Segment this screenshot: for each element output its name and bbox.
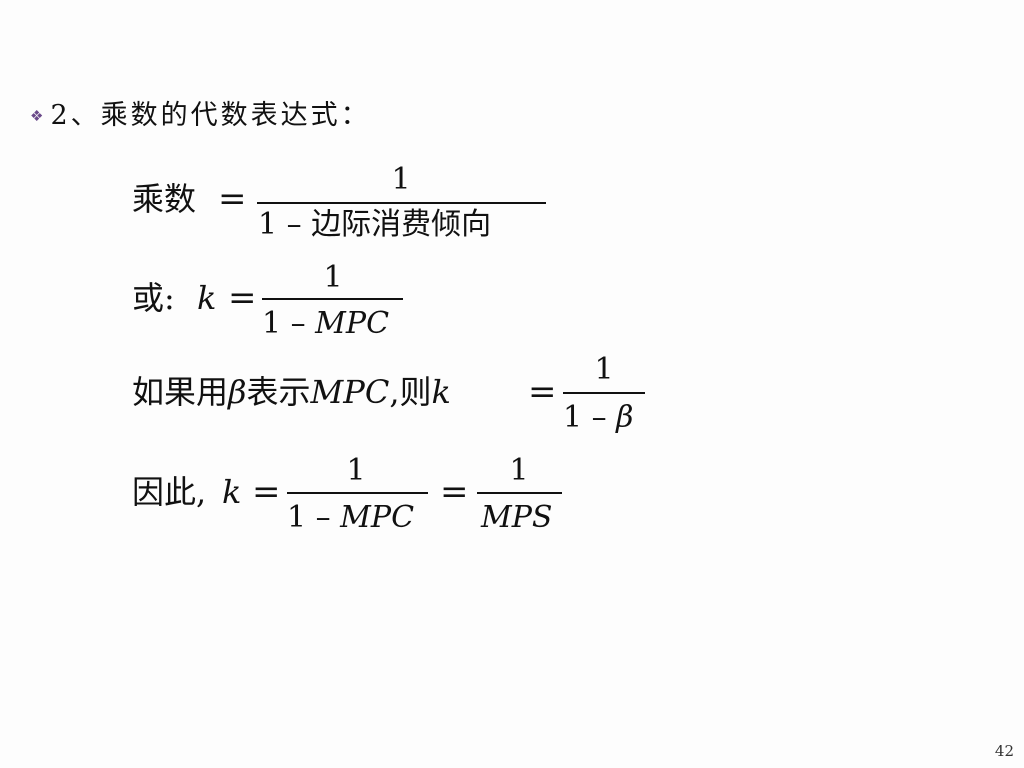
- formula4-var-k: k: [222, 473, 242, 511]
- formula4-equals-1: =: [252, 472, 281, 512]
- formula4-denominator-1: 1 – MPC: [287, 503, 414, 533]
- formula3-text: 如果用β表示MPC,则k: [132, 376, 451, 408]
- formula2-numerator: 1: [323, 260, 343, 295]
- formula4-equals-2: =: [440, 472, 469, 512]
- formula4-den1-one: 1 –: [287, 500, 331, 535]
- formula3-mid-text: 表示: [246, 373, 311, 411]
- formula2-den-one: 1 –: [262, 306, 306, 341]
- page-number: 42: [994, 742, 1014, 760]
- formula1-numerator: 1: [391, 162, 411, 197]
- bullet-diamond-icon: ❖: [30, 107, 47, 125]
- formula2-equals: =: [228, 278, 257, 318]
- formula3-equals: =: [528, 372, 557, 412]
- formula1-equals: =: [218, 179, 247, 219]
- formula3-beta: β: [228, 373, 247, 411]
- formula4-numerator-1: 1: [346, 453, 366, 488]
- formula4-den1-mpc: MPC: [340, 500, 415, 535]
- formula3-numerator: 1: [594, 352, 614, 387]
- formula3-fraction-bar: [563, 392, 645, 394]
- formula3-den-beta: β: [616, 400, 634, 435]
- formula1-fraction-bar: [257, 202, 546, 204]
- formula4-lhs: 因此,: [132, 473, 207, 511]
- formula1-denominator: 1 – 边际消费倾向: [258, 207, 492, 242]
- formula4-fraction-bar-2: [477, 492, 562, 494]
- formula4-fraction-bar-1: [287, 492, 428, 494]
- heading-text: 2、乘数的代数表达式：: [50, 100, 371, 131]
- formula3-mpc: MPC: [310, 373, 390, 411]
- formula3-var-k: k: [431, 373, 451, 411]
- formula3-then: 则: [399, 373, 432, 411]
- formula3-denominator: 1 – β: [563, 403, 634, 433]
- formula2-den-mpc: MPC: [315, 306, 390, 341]
- formula3-den-one: 1 –: [563, 400, 607, 435]
- formula2-lhs: 或:: [132, 279, 175, 317]
- formula2-fraction-bar: [262, 298, 403, 300]
- slide-heading: ❖2、乘数的代数表达式：: [30, 93, 371, 132]
- formula4-numerator-2: 1: [509, 453, 529, 488]
- formula1-lhs: 乘数: [132, 180, 197, 218]
- formula2-var-k: k: [197, 279, 217, 317]
- formula3-comma: ,: [389, 373, 400, 411]
- formula3-lhs-text: 如果用: [132, 373, 229, 411]
- formula2-denominator: 1 – MPC: [262, 309, 389, 339]
- formula4-den2-mps: MPS: [481, 500, 553, 535]
